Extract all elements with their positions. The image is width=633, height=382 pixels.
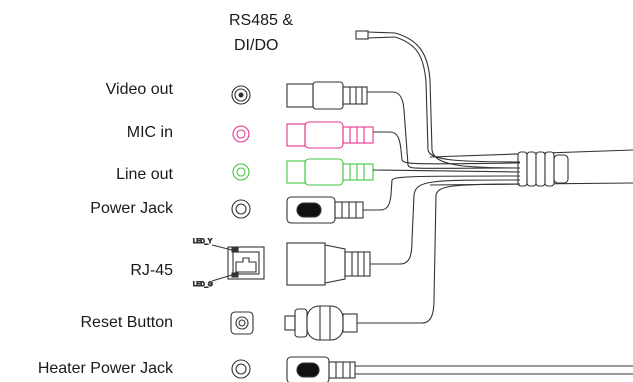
rj45-label: RJ-45: [130, 262, 173, 279]
line-out-connector: [232, 158, 374, 186]
rj45-connector: [211, 179, 521, 286]
mic-in-label: MIC in: [126, 124, 173, 141]
mic-in-connector: [232, 121, 374, 149]
rs485-header-line1: RS485 &: [229, 12, 294, 29]
power-jack-connector: [231, 175, 521, 224]
mic-in-wire: [373, 131, 521, 165]
heater-power-jack-connector: [231, 356, 633, 382]
rj45-led-y-label: LED_Y: [193, 239, 212, 245]
rs485-cable: [355, 30, 521, 169]
heater-power-jack-label: Heater Power Jack: [37, 360, 173, 377]
main-cable-trunk: [429, 149, 633, 187]
power-jack-label: Power Jack: [90, 200, 173, 217]
video-out-connector: [231, 81, 521, 169]
reset-button-label: Reset Button: [80, 314, 174, 331]
video-out-label: Video out: [105, 81, 173, 98]
rj45-led-g-label: LED_G: [193, 282, 213, 288]
rs485-header-line2: DI/DO: [234, 37, 279, 54]
line-out-wire: [372, 169, 521, 173]
reset-button-connector: [230, 183, 521, 341]
line-out-label: Line out: [116, 166, 173, 183]
